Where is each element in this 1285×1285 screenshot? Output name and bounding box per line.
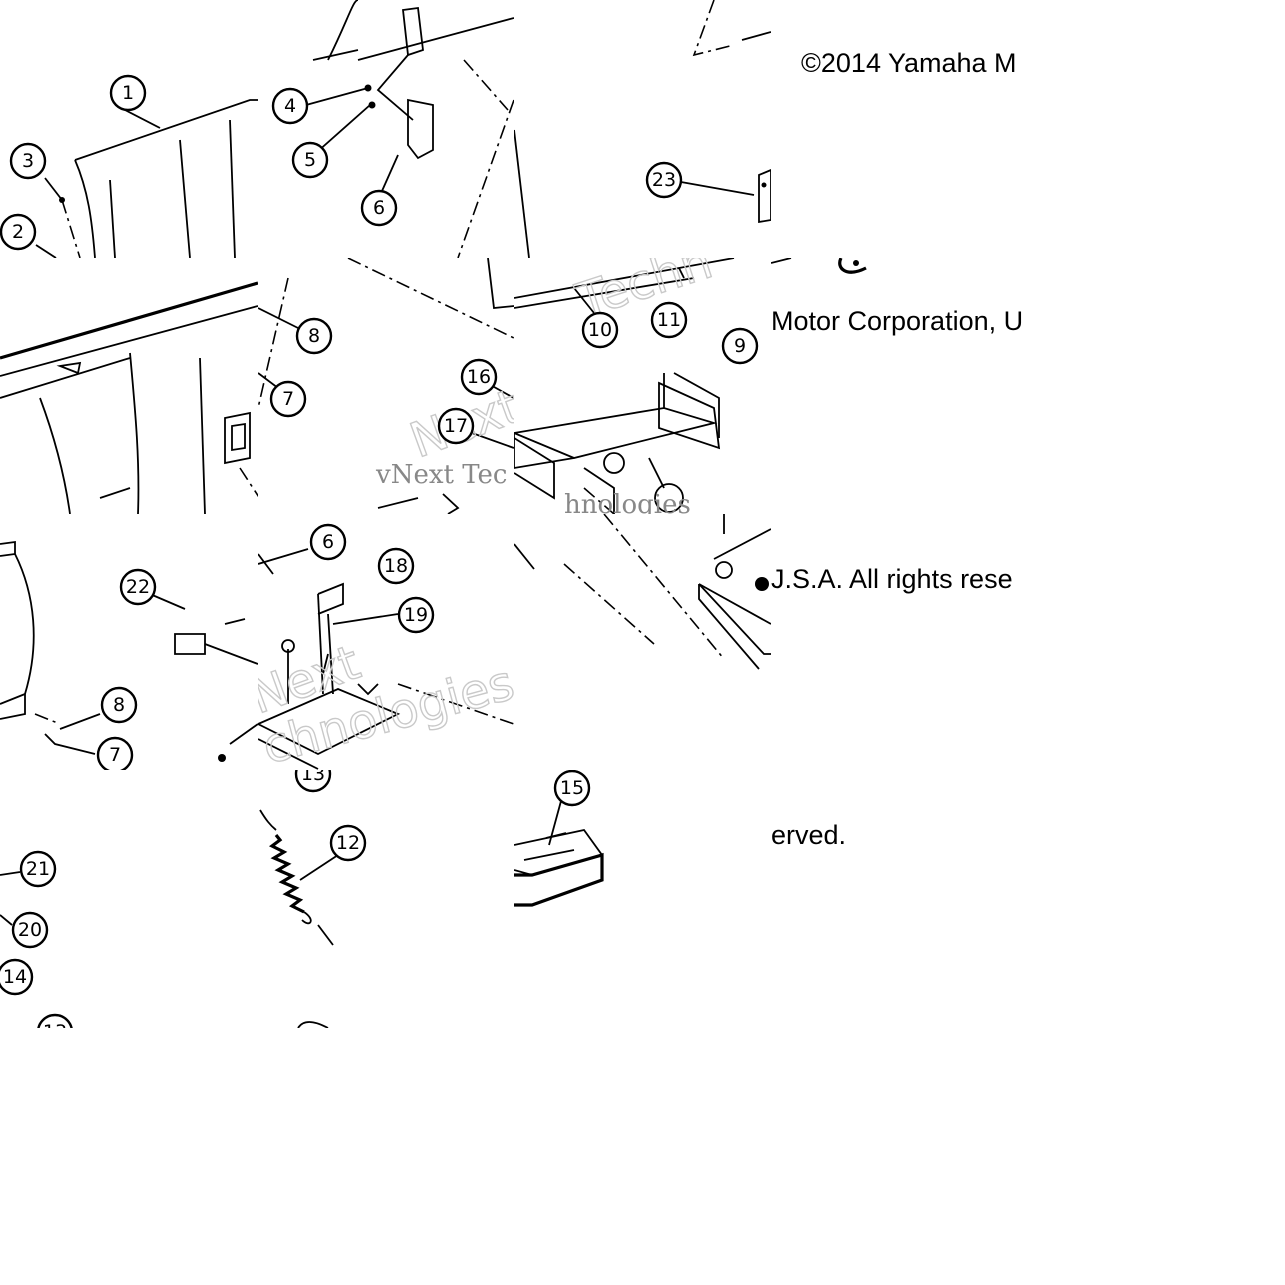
svg-text:22: 22 xyxy=(126,576,150,598)
svg-text:9: 9 xyxy=(734,335,746,357)
tile-lower-left: 22 8 7 xyxy=(0,514,258,770)
callout-6: 6 xyxy=(360,189,398,227)
svg-text:13: 13 xyxy=(301,770,325,785)
callout-4: 4 xyxy=(271,87,309,125)
callout-17: 17 xyxy=(437,407,475,445)
svg-text:hnologies: hnologies xyxy=(564,490,691,514)
copyright-text-2: Motor Corporation, U xyxy=(771,306,1024,336)
svg-text:21: 21 xyxy=(26,858,50,880)
svg-text:5: 5 xyxy=(304,149,316,171)
svg-text:13: 13 xyxy=(43,1021,67,1028)
tile-bracket-top: 4 5 6 xyxy=(258,0,514,258)
callout-6b: 6 xyxy=(309,523,347,561)
tile-hitch-lower xyxy=(514,514,771,770)
callout-8: 8 xyxy=(295,317,333,355)
callout-7: 7 xyxy=(269,380,307,418)
tile-copyright-1: ©2014 Yamaha M xyxy=(771,0,1029,258)
svg-text:2: 2 xyxy=(12,221,24,243)
svg-text:8: 8 xyxy=(308,325,320,347)
svg-text:3: 3 xyxy=(22,150,34,172)
callout-19: 19 xyxy=(397,596,435,634)
svg-text:16: 16 xyxy=(467,366,491,388)
tile-copyright-2: Motor Corporation, U xyxy=(771,258,1029,514)
svg-text:19: 19 xyxy=(404,604,428,626)
tile-copyright-3: J.S.A. All rights rese xyxy=(771,514,1029,770)
callout-21: 21 xyxy=(19,850,57,888)
callout-15: 15 xyxy=(553,770,591,807)
svg-text:vNext Tec: vNext Tec xyxy=(375,460,507,490)
copyright-text-4: erved. xyxy=(771,820,847,850)
tile-blade-left-top: 1 3 2 xyxy=(0,0,258,258)
svg-text:15: 15 xyxy=(560,777,584,799)
copyright-text-3: J.S.A. All rights rese xyxy=(771,564,1013,594)
callout-16: 16 xyxy=(460,358,498,396)
callout-5: 5 xyxy=(291,141,329,179)
copyright-text-1: ©2014 Yamaha M xyxy=(801,48,1017,78)
tile-blade-left-mid xyxy=(0,258,258,514)
tile-bar: 15 xyxy=(514,770,771,1028)
svg-text:1: 1 xyxy=(122,82,134,104)
svg-text:6: 6 xyxy=(373,197,385,219)
tile-hitch-frame: Techn hnologies 10 11 9 xyxy=(514,258,771,514)
callout-22: 22 xyxy=(119,568,157,606)
callout-7b: 7 xyxy=(96,736,134,770)
tile-copyright-4: erved. xyxy=(771,770,1029,1028)
svg-text:7: 7 xyxy=(282,388,294,410)
svg-text:12: 12 xyxy=(336,832,360,854)
callout-23: 23 xyxy=(645,161,683,199)
callout-13b: 13 xyxy=(294,770,332,793)
tile-bottom-left: 21 20 14 13 xyxy=(0,770,258,1028)
tile-mid-watermark: Next vNext Tec 8 7 16 17 xyxy=(258,258,514,514)
tile-upper-right: 23 xyxy=(514,0,771,258)
callout-14: 14 xyxy=(0,958,34,996)
callout-9: 9 xyxy=(721,327,759,365)
tile-spring: 13 12 xyxy=(258,770,514,1028)
callout-11: 11 xyxy=(650,301,688,339)
callout-2: 2 xyxy=(0,213,37,251)
callout-12: 12 xyxy=(329,824,367,862)
svg-text:20: 20 xyxy=(18,919,42,941)
callout-20: 20 xyxy=(11,911,49,949)
svg-text:7: 7 xyxy=(109,744,121,766)
svg-text:10: 10 xyxy=(588,319,612,341)
callout-18: 18 xyxy=(377,547,415,585)
callout-1: 1 xyxy=(109,74,147,112)
svg-text:18: 18 xyxy=(384,555,408,577)
callout-10: 10 xyxy=(581,311,619,349)
svg-text:17: 17 xyxy=(444,415,468,437)
svg-text:23: 23 xyxy=(652,169,676,191)
svg-text:8: 8 xyxy=(113,694,125,716)
callout-13: 13 xyxy=(37,1013,73,1028)
svg-text:11: 11 xyxy=(657,309,681,331)
svg-text:6: 6 xyxy=(322,531,334,553)
tile-pin-assembly: Next chnologies 6 18 19 xyxy=(258,514,514,770)
svg-text:14: 14 xyxy=(3,966,27,988)
svg-text:4: 4 xyxy=(284,95,296,117)
callout-8b: 8 xyxy=(100,686,138,724)
callout-3: 3 xyxy=(9,142,47,180)
